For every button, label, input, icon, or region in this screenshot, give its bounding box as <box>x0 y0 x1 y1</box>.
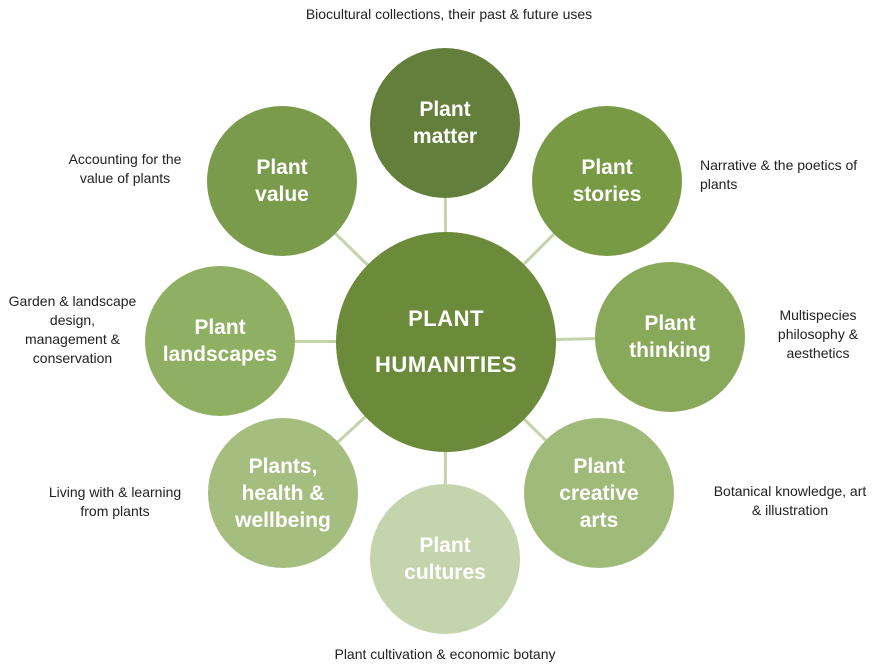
node-label: Plant creative arts <box>559 454 639 532</box>
connector-line <box>334 232 369 267</box>
connector-line <box>555 337 596 342</box>
node-plant-matter: Plant matter <box>370 48 520 198</box>
node-plant-thinking: Plant thinking <box>595 262 745 412</box>
node-label: Plant value <box>255 156 309 206</box>
node-label: Plants, health & wellbeing <box>235 454 331 532</box>
center-circle: PLANT HUMANITIES <box>336 232 556 452</box>
node-plant-cultures: Plant cultures <box>370 484 520 634</box>
node-plant-creative-arts: Plant creative arts <box>524 418 674 568</box>
caption-plant-cultures: Plant cultivation & economic botany <box>334 646 556 662</box>
node-label: Plant cultures <box>404 534 486 584</box>
center-label: PLANT HUMANITIES <box>375 306 517 377</box>
node-plant-stories: Plant stories <box>532 106 682 256</box>
node-label: Plant stories <box>572 156 642 206</box>
caption-plant-thinking: Multispecies philosophy & aesthetics <box>777 307 859 361</box>
node-plants-health-wellbeing: Plants, health & wellbeing <box>208 418 358 568</box>
connector-line <box>337 415 367 444</box>
caption-plants-health-wellbeing: Living with & learning from plants <box>48 484 182 519</box>
caption-plant-stories: Narrative & the poetics of plants <box>700 157 858 192</box>
node-plant-value: Plant value <box>207 106 357 256</box>
caption-plant-value: Accounting for the value of plants <box>68 151 182 186</box>
node-label: Plant landscapes <box>162 316 278 366</box>
node-label: Plant thinking <box>629 312 711 362</box>
node-plant-landscapes: Plant landscapes <box>145 266 295 416</box>
node-label: Plant matter <box>412 98 478 148</box>
caption-plant-creative-arts: Botanical knowledge, art & illustration <box>713 483 867 518</box>
caption-plant-landscapes: Garden & landscape design, management & … <box>8 293 137 366</box>
connector-line <box>523 418 547 442</box>
connector-line <box>522 232 556 266</box>
caption-plant-matter: Biocultural collections, their past & fu… <box>305 6 593 22</box>
